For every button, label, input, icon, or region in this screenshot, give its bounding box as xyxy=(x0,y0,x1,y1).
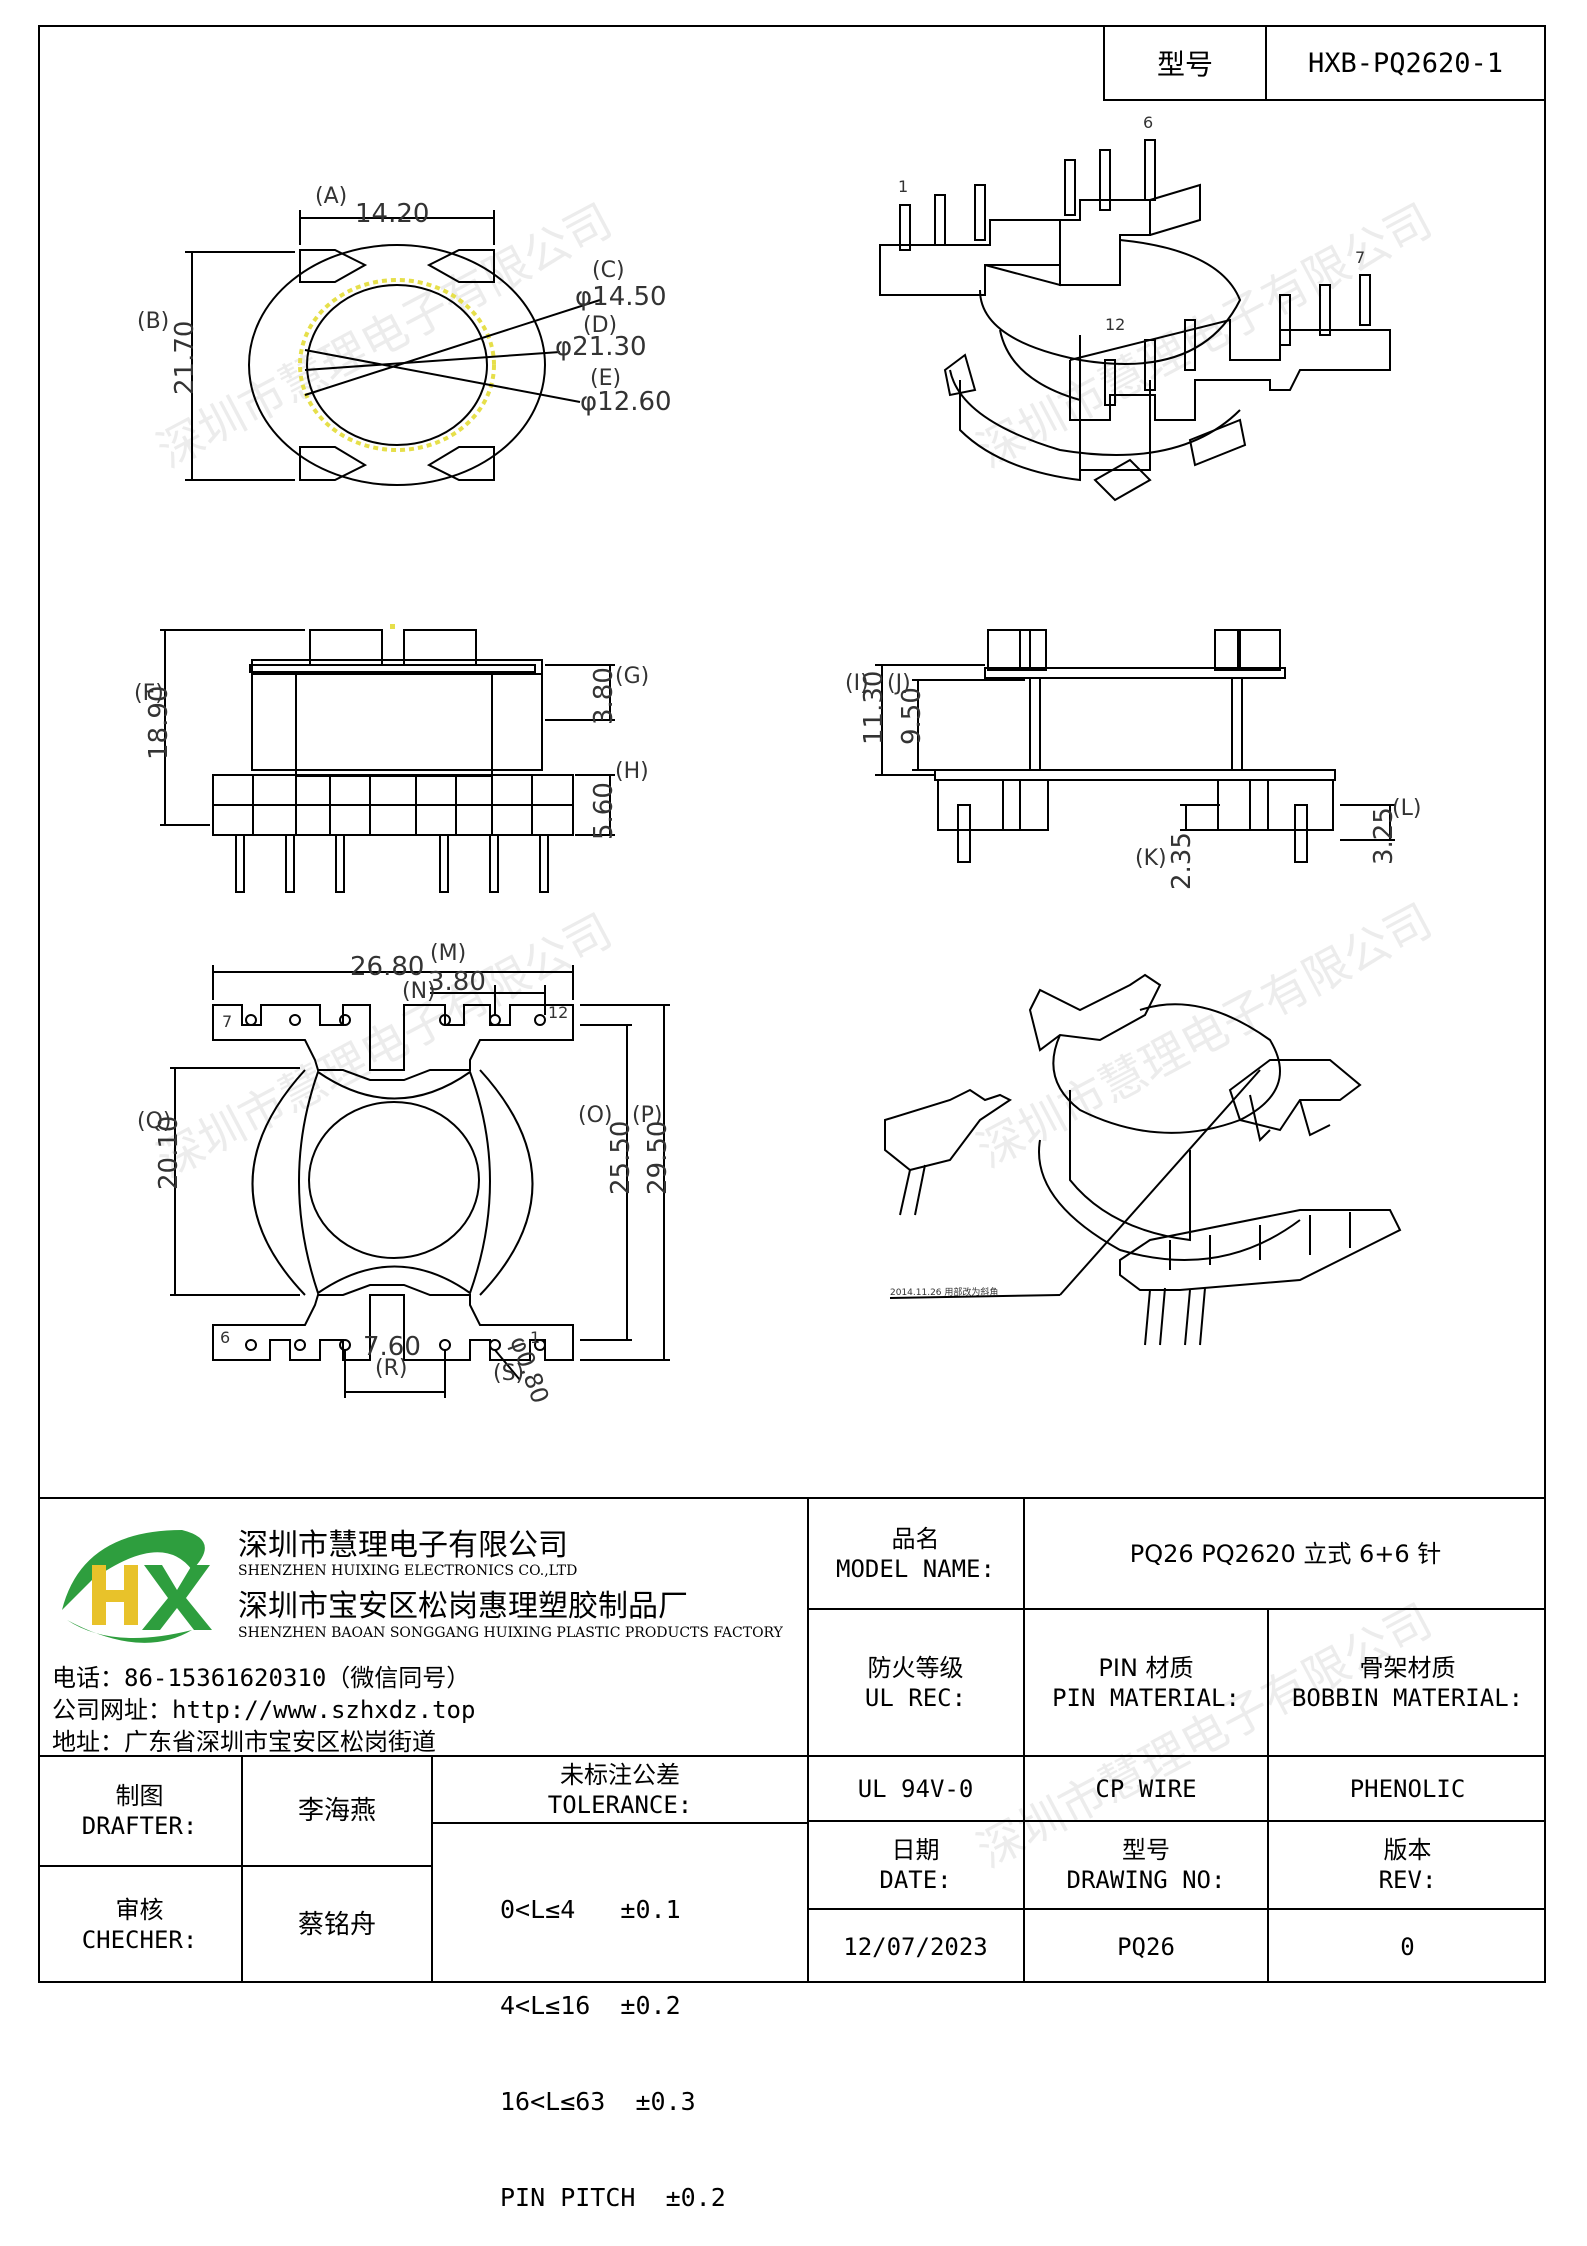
tolerance-line: 16<L≤63 ±0.3 xyxy=(500,2087,696,2116)
bobbin-material-label: 骨架材质 BOBBIN MATERIAL: xyxy=(1291,1653,1524,1712)
bottom-pin-7: 7 xyxy=(222,1012,232,1031)
ul-label: 防火等级 UL REC: xyxy=(864,1653,967,1712)
dim-f-value: 18.90 xyxy=(144,686,174,760)
dim-k-value: 2.35 xyxy=(1167,832,1197,890)
company-address: 地址：广东省深圳市宝安区松岗街道 xyxy=(52,1728,436,1756)
dim-b-letter: (B) xyxy=(137,309,169,334)
dim-o-letter: (O) xyxy=(578,1103,612,1128)
dim-p-letter: (P) xyxy=(632,1103,662,1128)
dim-q-letter: (Q) xyxy=(137,1109,171,1134)
dim-f-letter: (F) xyxy=(134,681,164,706)
dim-j-value: 9.50 xyxy=(897,687,927,745)
dim-r-letter: (R) xyxy=(375,1356,407,1381)
pin-material-value: CP WIRE xyxy=(1095,1774,1197,1803)
dim-l-value: 3.25 xyxy=(1369,807,1399,865)
model-key: 型号 xyxy=(1105,27,1267,99)
dim-g-value: 3.80 xyxy=(589,667,619,725)
dim-j-letter: (J) xyxy=(887,671,911,696)
tolerance-line: 0<L≤4 ±0.1 xyxy=(500,1895,681,1924)
checker-value: 蔡铭舟 xyxy=(297,1909,376,1940)
dim-i-value: 11.30 xyxy=(859,671,889,745)
technical-drawing: (A) 14.20 (B) 21.70 (C) φ14.50 (D) φ21.3… xyxy=(134,113,1421,1407)
iso-pin-6: 6 xyxy=(1143,113,1153,132)
drawing-no-value: PQ26 xyxy=(1117,1932,1175,1961)
model-name-value: PQ26 PQ2620 立式 6+6 针 xyxy=(1129,1539,1442,1568)
factory-name-cn: 深圳市宝安区松岗惠理塑胶制品厂 xyxy=(238,1589,688,1624)
dimension-labels: (A) 14.20 (B) 21.70 (C) φ14.50 (D) φ21.3… xyxy=(134,184,1421,1407)
bobbin-material-value: PHENOLIC xyxy=(1349,1774,1466,1803)
factory-name-en: SHENZHEN BAOAN SONGGANG HUIXING PLASTIC … xyxy=(238,1625,783,1641)
bottom-pin-1: 1 xyxy=(530,1328,540,1347)
dim-h-letter: (H) xyxy=(615,759,649,784)
dim-n-value: 3.80 xyxy=(428,967,486,997)
dim-e-value: φ12.60 xyxy=(580,387,672,417)
dim-k-letter: (K) xyxy=(1135,846,1167,871)
iso-pin-1: 1 xyxy=(898,177,908,196)
dim-a-letter: (A) xyxy=(315,184,347,209)
dim-i-letter: (I) xyxy=(845,671,869,696)
company-name-en: SHENZHEN HUIXING ELECTRONICS CO.,LTD xyxy=(238,1563,578,1579)
dim-c-letter: (C) xyxy=(592,258,625,283)
iso-view-top xyxy=(879,139,1391,502)
tolerance-label: 未标注公差 TOLERANCE: xyxy=(547,1760,693,1819)
dim-r-value: 7.60 xyxy=(363,1332,421,1362)
pin-material-label: PIN 材质 PIN MATERIAL: xyxy=(1052,1653,1240,1712)
dim-s-letter: (S) xyxy=(493,1361,524,1386)
hx-logo-icon xyxy=(62,1530,212,1643)
company-logo xyxy=(52,1510,220,1660)
pin-numbers: 7 12 6 1 1 6 7 12 2014.11.26 用部改为斜角 xyxy=(220,113,1365,1347)
dim-m-value: 26.80 xyxy=(350,952,424,982)
dim-b-value: 21.70 xyxy=(170,321,200,395)
dim-h-value: 5.60 xyxy=(589,782,619,840)
revision-note: 2014.11.26 用部改为斜角 xyxy=(890,1286,998,1298)
drawing-no-label: 型号 DRAWING NO: xyxy=(1066,1836,1226,1894)
company-website[interactable]: 公司网址：http://www.szhxdz.top xyxy=(52,1696,476,1724)
model-name-label: 品名 MODEL NAME: xyxy=(836,1524,995,1583)
top-view xyxy=(185,210,601,486)
company-name-cn: 深圳市慧理电子有限公司 xyxy=(238,1528,568,1563)
iso-pin-12: 12 xyxy=(1105,315,1125,334)
drawing-frame xyxy=(38,25,1546,1983)
date-value: 12/07/2023 xyxy=(843,1932,988,1961)
drafter-label: 制图 DRAFTER: xyxy=(81,1782,198,1840)
drafter-value: 李海燕 xyxy=(297,1795,376,1826)
bottom-view xyxy=(170,965,670,1398)
tolerance-line: PIN PITCH ±0.2 xyxy=(500,2183,726,2212)
bottom-pin-6: 6 xyxy=(220,1328,230,1347)
rev-label: 版本 REV: xyxy=(1378,1836,1437,1894)
tolerance-table: 0<L≤4 ±0.1 4<L≤16 ±0.2 16<L≤63 ±0.3 PIN … xyxy=(500,1830,726,2246)
dim-m-letter: (M) xyxy=(430,941,466,966)
dim-e-letter: (E) xyxy=(590,366,621,391)
dim-g-letter: (G) xyxy=(615,664,649,689)
model-number-box: 型号 HXB-PQ2620-1 xyxy=(1103,25,1546,101)
checker-label: 审核 CHECHER: xyxy=(81,1896,198,1954)
company-phone: 电话：86-15361620310（微信同号） xyxy=(52,1664,471,1692)
dim-d-letter: (D) xyxy=(583,313,617,338)
model-value: HXB-PQ2620-1 xyxy=(1307,47,1504,79)
dim-o-value: 25.50 xyxy=(606,1121,636,1195)
dim-q-value: 20.10 xyxy=(154,1116,184,1190)
dim-p-value: 29.50 xyxy=(643,1121,673,1195)
dim-a-value: 14.20 xyxy=(355,199,429,229)
dim-n-letter: (N) xyxy=(402,979,436,1004)
iso-pin-7: 7 xyxy=(1355,248,1365,267)
dim-l-letter: (L) xyxy=(1392,796,1421,821)
rev-value: 0 xyxy=(1400,1932,1415,1961)
end-view xyxy=(875,629,1395,863)
iso-view-bottom xyxy=(884,973,1402,1346)
side-view xyxy=(160,629,615,893)
date-label: 日期 DATE: xyxy=(879,1836,952,1894)
ul-value: UL 94V-0 xyxy=(857,1774,974,1803)
tolerance-line: 4<L≤16 ±0.2 xyxy=(500,1991,681,2020)
bottom-pin-12: 12 xyxy=(548,1003,568,1022)
dim-d-value: φ21.30 xyxy=(555,332,647,362)
dim-c-value: φ14.50 xyxy=(575,282,667,312)
